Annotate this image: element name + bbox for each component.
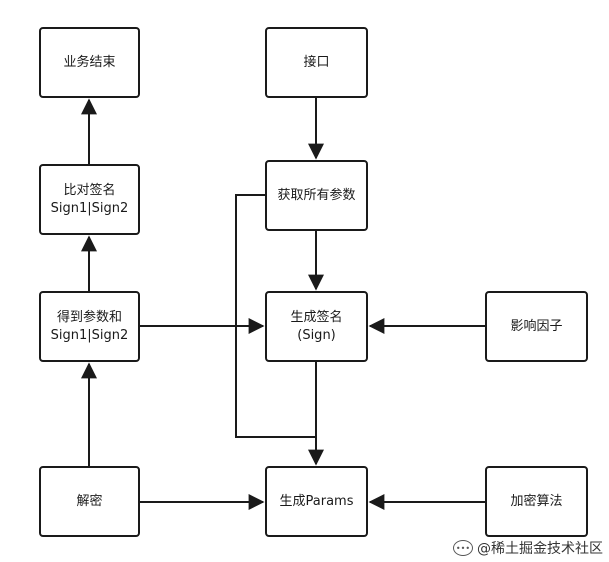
node-interface: 接口 (265, 27, 368, 98)
node-get-params-and-sign: 得到参数和 Sign1|Sign2 (39, 291, 140, 362)
node-label: 加密算法 (510, 493, 563, 509)
node-business-end: 业务结束 (39, 27, 140, 98)
node-label: 影响因子 (510, 318, 563, 334)
node-label-line2: Sign1|Sign2 (50, 200, 129, 216)
node-decrypt: 解密 (39, 466, 140, 537)
node-get-all-params: 获取所有参数 (265, 160, 368, 231)
node-generate-sign: 生成签名 (Sign) (265, 291, 368, 362)
node-label-line1: 比对签名 (63, 182, 116, 198)
node-label: 生成Params (279, 493, 354, 509)
edge-get-params-to-gen-params (235, 194, 316, 438)
node-influence-factor: 影响因子 (485, 291, 588, 362)
node-label: 业务结束 (63, 54, 116, 70)
node-label-line2: (Sign) (297, 327, 336, 343)
node-compare-sign: 比对签名 Sign1|Sign2 (39, 164, 140, 235)
node-generate-params: 生成Params (265, 466, 368, 537)
watermark-text: @稀土掘金技术社区 (477, 541, 603, 557)
node-label-line1: 生成签名 (290, 309, 343, 325)
wechat-icon: ••• (453, 540, 473, 556)
node-label-line1: 得到参数和 (56, 309, 122, 325)
node-label: 解密 (76, 493, 103, 509)
node-label-line2: Sign1|Sign2 (50, 327, 129, 343)
node-encryption-algorithm: 加密算法 (485, 466, 588, 537)
watermark: ••• @稀土掘金技术社区 (453, 538, 603, 558)
node-label: 接口 (303, 54, 330, 70)
node-label: 获取所有参数 (277, 187, 356, 203)
